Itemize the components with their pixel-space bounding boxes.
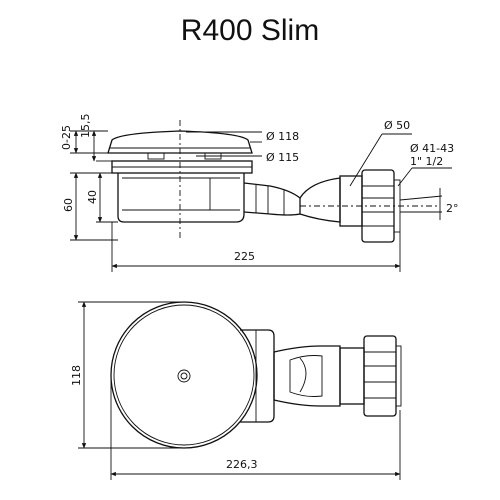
- drain-body: [117, 173, 245, 223]
- dim-dia-115: Ø 115: [266, 151, 299, 164]
- drain-cover: [107, 130, 253, 154]
- dim-40: 40: [86, 190, 99, 204]
- dim-dia-118: Ø 118: [266, 130, 299, 143]
- dim-118: 118: [70, 365, 83, 386]
- union-nut: [339, 175, 363, 227]
- dim-15-5: 15,5: [79, 114, 92, 139]
- dim-226-3: 226,3: [226, 458, 258, 471]
- dim-60: 60: [62, 198, 75, 212]
- side-view: 0-25 15,5 60 40 Ø 118 Ø 115 Ø 50 Ø 41-43…: [60, 114, 459, 272]
- dim-angle: 2°: [446, 202, 459, 215]
- drawing-title: R400 Slim: [180, 14, 320, 47]
- elbow-fitting: [299, 177, 341, 223]
- dim-dia-41-43: Ø 41-43: [410, 142, 454, 155]
- dim-thread: 1" 1/2: [410, 155, 443, 168]
- outlet-top: [273, 345, 341, 407]
- center-screw: [177, 369, 191, 383]
- drain-cover-top: [110, 301, 258, 449]
- top-view: 118 226,3: [70, 301, 402, 480]
- dim-dia-50: Ø 50: [384, 119, 410, 132]
- dim-225: 225: [234, 250, 255, 263]
- union-nut-top: [339, 347, 365, 405]
- outlet-pipe: [243, 182, 301, 216]
- dim-0-25: 0-25: [60, 125, 73, 150]
